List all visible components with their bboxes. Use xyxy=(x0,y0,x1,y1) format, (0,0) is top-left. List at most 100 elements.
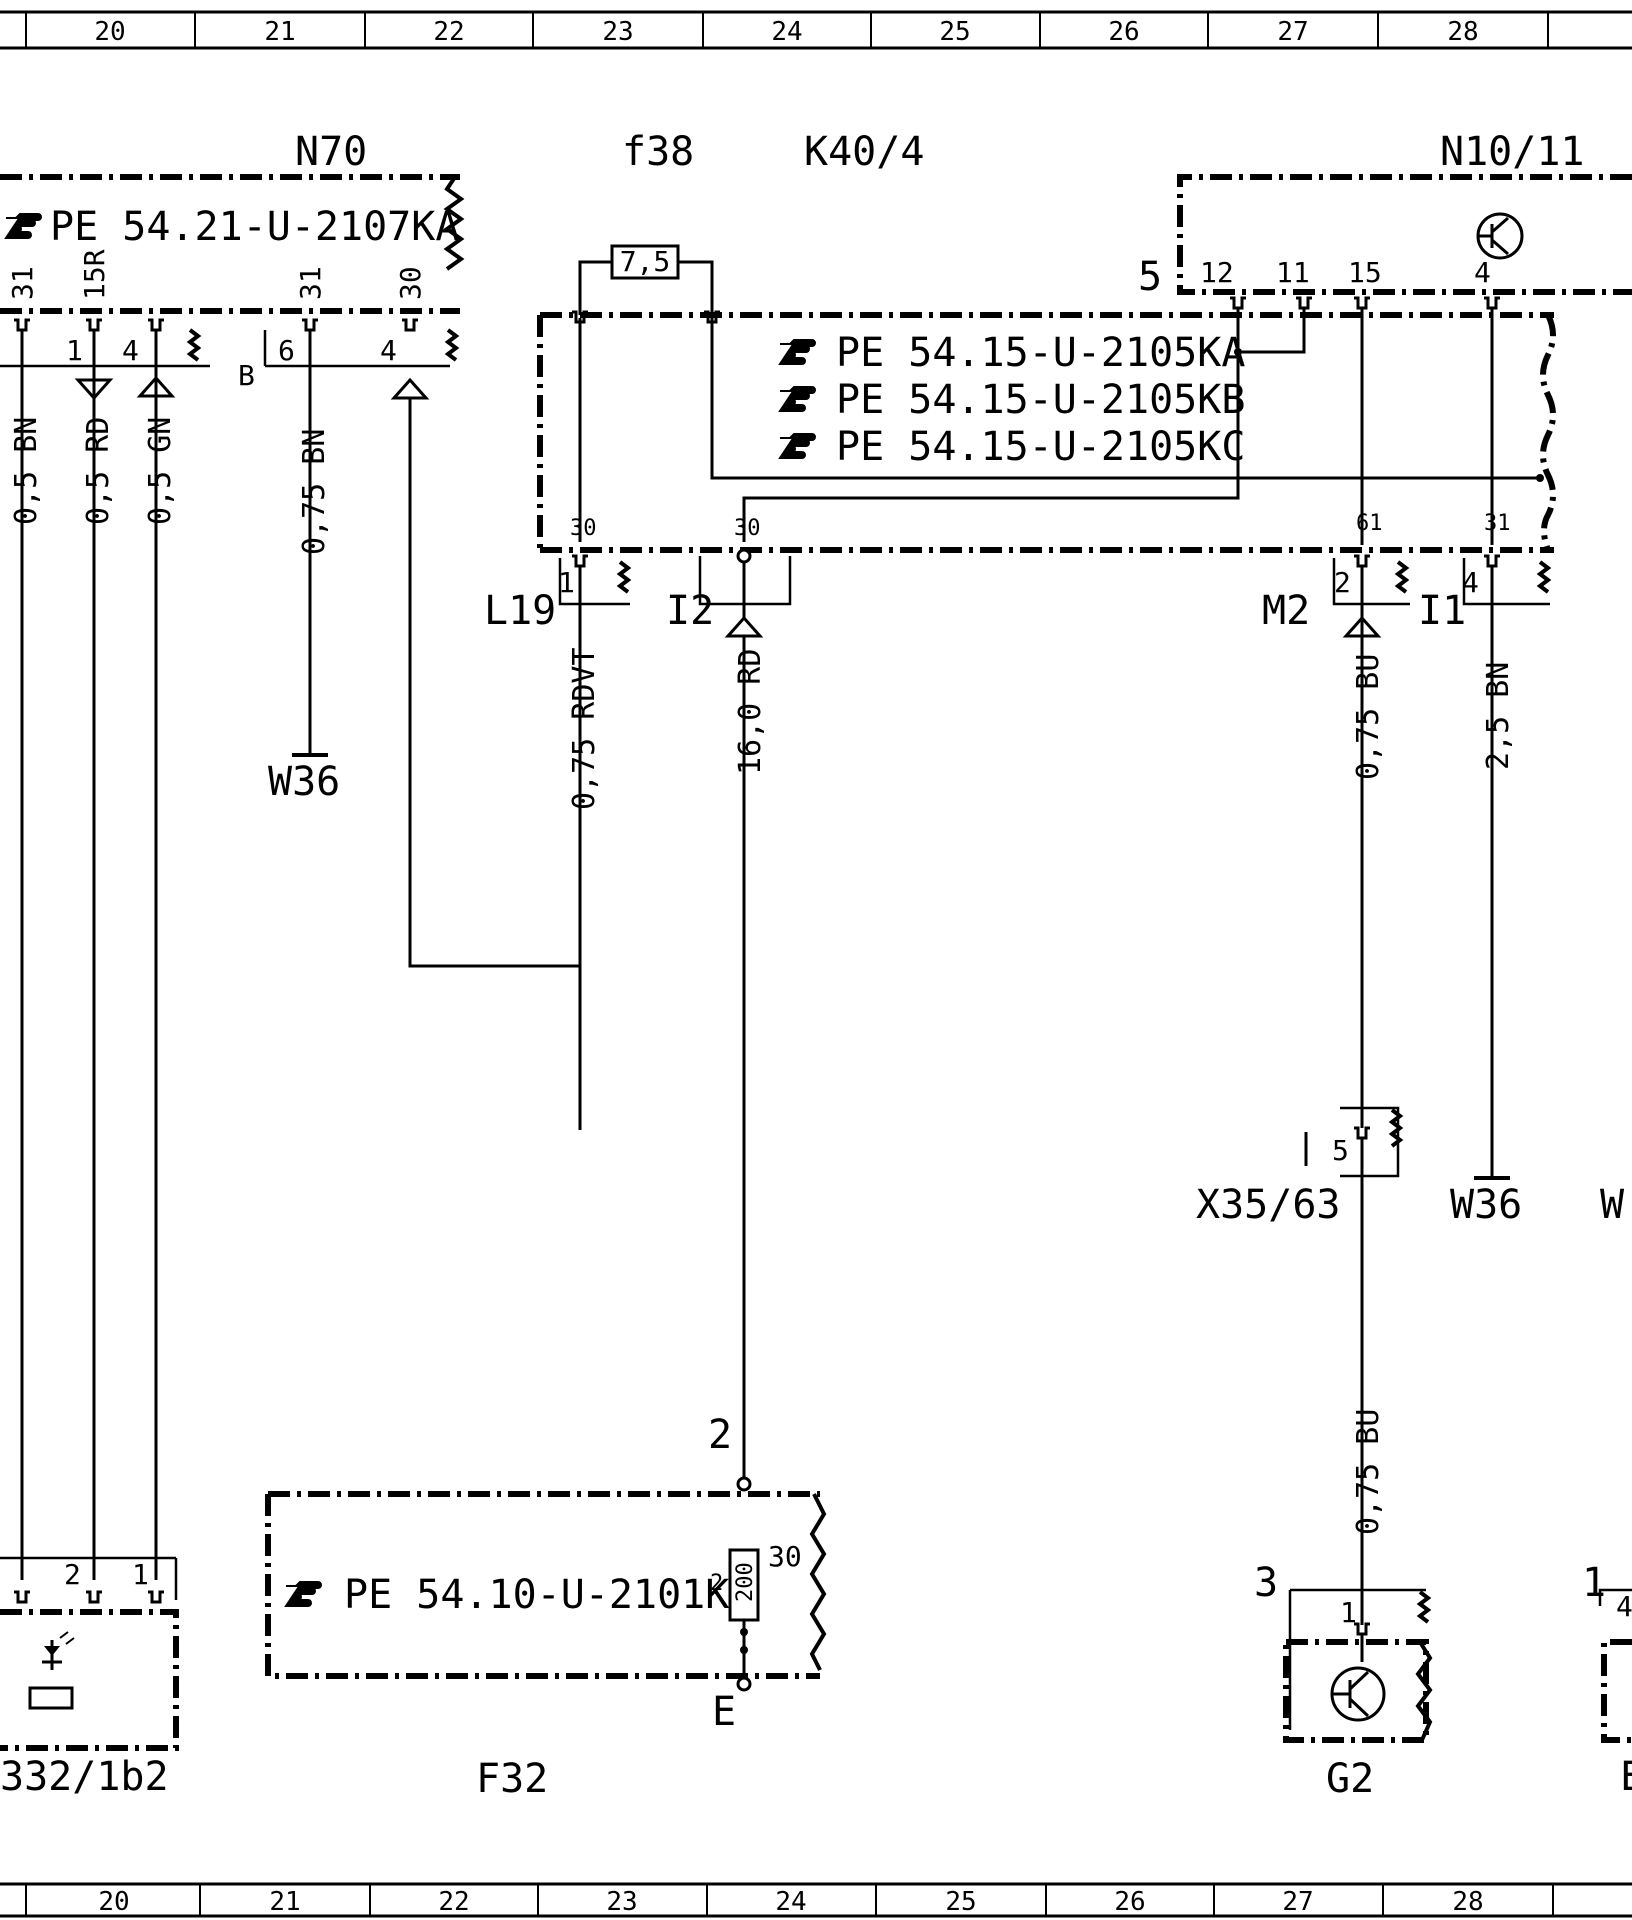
wire-label-0-75-bu-top: 0,75 BU xyxy=(1351,654,1386,780)
l19-pin: 1 xyxy=(558,566,575,599)
ruler-col-28: 28 xyxy=(1447,17,1478,47)
x35-63-label: X35/63 xyxy=(1196,1182,1341,1228)
f32-superscript: 2 xyxy=(710,1571,723,1596)
k40-ref-ka: PE 54.15-U-2105KA xyxy=(836,330,1245,376)
wire-label-2-5-bn: 2,5 BN xyxy=(1481,662,1516,770)
m2-pin: 2 xyxy=(1334,566,1351,599)
right-edge-frag: 4 xyxy=(1616,1590,1632,1623)
wire-label-0-5-bn: 0,5 BN xyxy=(9,417,44,525)
ruler-bottom-col-20: 20 xyxy=(98,1887,129,1917)
ground-terminal-icon xyxy=(726,616,762,638)
n10-11-side-num: 5 xyxy=(1138,254,1162,300)
g2-pin: 1 xyxy=(1340,1596,1357,1629)
b32-label: 332/1b2 xyxy=(0,1754,169,1800)
f38-fuse: f38 7,5 xyxy=(578,129,714,315)
n10-11-label: N10/11 xyxy=(1440,129,1585,175)
ruler-col-21: 21 xyxy=(264,17,295,47)
bottom-ruler: 20 21 22 23 24 25 26 27 28 xyxy=(0,1882,1632,1918)
ruler-bottom-col-24: 24 xyxy=(775,1887,806,1917)
k40-pin-30a: 30 xyxy=(570,516,597,541)
wire-label-0-75-bu-bottom: 0,75 BU xyxy=(1351,1409,1386,1535)
ruler-col-23: 23 xyxy=(602,17,633,47)
i1-pin: 4 xyxy=(1462,566,1479,599)
n70-ref: PE 54.21-U-2107KA xyxy=(50,204,459,250)
ruler-col-22: 22 xyxy=(433,17,464,47)
w36-right-label: W36 xyxy=(1450,1182,1522,1228)
ruler-col-24: 24 xyxy=(771,17,802,47)
pointing-hand-icon xyxy=(5,213,42,239)
n70-pin-15r: 15R xyxy=(78,249,111,300)
ruler-col-27: 27 xyxy=(1277,17,1308,47)
lower-connectors: 1 L19 0,75 RDVT I2 16,0 RD 2 M2 0,75 BU … xyxy=(484,556,1625,1478)
f38-label: f38 xyxy=(622,129,694,175)
f32-fuse-value: 200 xyxy=(733,1562,758,1602)
ruler-bottom-col-27: 27 xyxy=(1282,1887,1313,1917)
ruler-bottom-col-21: 21 xyxy=(269,1887,300,1917)
n70-pin-num-6: 6 xyxy=(278,334,295,367)
wire-label-0-75-rdvt: 0,75 RDVT xyxy=(567,647,602,810)
pointing-hand-icon xyxy=(779,433,816,459)
pointing-hand-icon xyxy=(285,1581,322,1607)
k40-pin-61: 61 xyxy=(1356,511,1383,536)
i2-label: I2 xyxy=(666,588,714,634)
right-edge-num: 1 xyxy=(1582,1560,1606,1606)
b32-pin-2: 2 xyxy=(64,1558,81,1591)
k40-pin-31: 31 xyxy=(1484,511,1511,536)
n70-pin-num-1: 1 xyxy=(66,334,83,367)
n10-pin-15: 15 xyxy=(1348,256,1382,289)
x35-63-connector: 5 X35/63 0,75 BU xyxy=(1196,1106,1404,1625)
n10-pin-11: 11 xyxy=(1276,256,1310,289)
k40-ref-kb: PE 54.15-U-2105KB xyxy=(836,377,1245,423)
ground-terminal-icon xyxy=(392,378,428,400)
f32-fuse-box: 2 PE 54.10-U-2101KA 2 200 30 E F32 xyxy=(265,1412,827,1802)
transistor-icon xyxy=(1476,212,1524,260)
pointing-hand-icon xyxy=(779,339,816,365)
wire-label-0-5-rd: 0,5 RD xyxy=(81,417,116,525)
g2-label: G2 xyxy=(1326,1756,1374,1802)
led-icon xyxy=(42,1631,75,1670)
n70-pin-31a: 31 xyxy=(6,266,39,300)
wire-label-16-rd: 16,0 RD xyxy=(733,649,768,775)
k40-pin-30b: 30 xyxy=(734,516,761,541)
l19-label: L19 xyxy=(484,588,556,634)
n70-pin-num-4b: 4 xyxy=(380,334,397,367)
m2-label: M2 xyxy=(1262,588,1310,634)
k40-4-module: K40/4 PE 54.15-U-2105KA PE 54.15-U-2105K… xyxy=(537,129,1556,568)
k40-ref-kc: PE 54.15-U-2105KC xyxy=(836,424,1245,470)
f32-top-pin: 2 xyxy=(708,1412,732,1458)
n70-pin-31b: 31 xyxy=(294,266,327,300)
w36-left-label: W36 xyxy=(268,759,340,805)
f32-bottom-label: E xyxy=(712,1689,736,1735)
i1-label: I1 xyxy=(1418,588,1466,634)
transistor-icon xyxy=(1330,1666,1386,1722)
x35-63-pin: 5 xyxy=(1332,1134,1349,1167)
n70-wires: 0,5 BN 0,5 RD 0,5 GN 0,75 BN W36 xyxy=(9,330,582,1580)
f32-ref: PE 54.10-U-2101KA xyxy=(344,1572,753,1618)
right-edge-fragment: 1 4 E xyxy=(1582,1560,1632,1800)
n10-pin-4: 4 xyxy=(1474,256,1491,289)
g2-side-num: 3 xyxy=(1254,1560,1278,1606)
wire-label-0-5-gn: 0,5 GN xyxy=(143,417,178,525)
ruler-col-25: 25 xyxy=(939,17,970,47)
ruler-bottom-col-22: 22 xyxy=(438,1887,469,1917)
right-edge-letter: E xyxy=(1620,1754,1632,1800)
b32-pin-1: 1 xyxy=(132,1558,149,1591)
b32-1b2-component: 2 1 332/1b2 xyxy=(0,1556,179,1800)
f38-value: 7,5 xyxy=(620,245,671,278)
wire-label-0-75-bn: 0,75 BN xyxy=(297,429,332,555)
ruler-bottom-col-23: 23 xyxy=(606,1887,637,1917)
ruler-bottom-col-26: 26 xyxy=(1114,1887,1145,1917)
n70-pin-30: 30 xyxy=(394,266,427,300)
f32-label: F32 xyxy=(476,1756,548,1802)
ruler-col-26: 26 xyxy=(1108,17,1139,47)
n70-connector-b: B xyxy=(238,359,255,392)
pointing-hand-icon xyxy=(779,386,816,412)
n10-pin-12: 12 xyxy=(1200,256,1234,289)
ruler-bottom-col-25: 25 xyxy=(945,1887,976,1917)
k40-4-label: K40/4 xyxy=(804,129,924,175)
n70-pin-num-4a: 4 xyxy=(122,334,139,367)
ruler-col-20: 20 xyxy=(94,17,125,47)
n70-shield-zigzag xyxy=(443,175,465,271)
n70-module: N70 PE 54.21-U-2107KA 31 15R 31 30 1 4 6… xyxy=(0,129,465,400)
